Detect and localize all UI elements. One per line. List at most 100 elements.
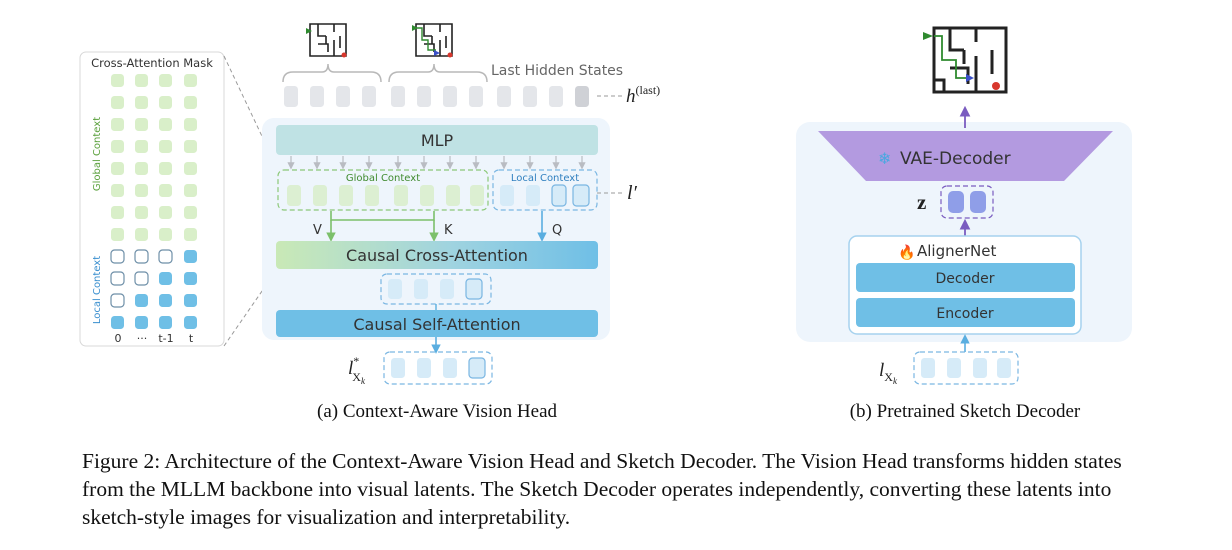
vision-head-panel	[262, 118, 610, 340]
mask-cell-global	[159, 74, 172, 87]
l-prime-symbol: l′	[627, 182, 638, 204]
hidden-state-token	[310, 86, 324, 107]
output-maze	[920, 24, 1010, 96]
mask-cell-global	[184, 228, 197, 241]
output-latent-token	[417, 358, 431, 378]
mask-cell-global	[159, 184, 172, 197]
local-context-token	[526, 185, 540, 206]
mask-cell-global	[111, 206, 124, 219]
output-latent-group	[383, 351, 493, 385]
global-context-token	[365, 185, 379, 206]
causal-self-attention-block	[276, 310, 598, 337]
self-attention-label: Causal Self-Attention	[353, 315, 520, 334]
latent-token	[388, 279, 402, 299]
subcaption-a: (a) Context-Aware Vision Head	[317, 401, 557, 422]
hidden-state-token	[362, 86, 376, 107]
z-token	[948, 191, 964, 213]
hidden-state-token	[497, 86, 511, 107]
mask-cell-local-on	[159, 316, 172, 329]
brace	[282, 63, 382, 83]
decoder-sub-block	[856, 263, 1075, 292]
local-context-token	[572, 184, 590, 207]
hidden-state-token	[443, 86, 457, 107]
encoder-sub-block	[856, 298, 1075, 327]
hidden-state-token	[336, 86, 350, 107]
snowflake-icon: ❄	[878, 149, 891, 168]
mask-cell-local-off	[110, 293, 125, 308]
figure-caption: Figure 2: Architecture of the Context-Aw…	[82, 449, 1122, 529]
context-tokens	[287, 184, 590, 207]
input-latent-group	[913, 351, 1019, 385]
mask-col-label: t-1	[158, 332, 173, 345]
local-context-label: Local Context	[511, 173, 579, 184]
local-context-token	[500, 185, 514, 206]
hidden-state-token	[417, 86, 431, 107]
mask-cell-global	[159, 206, 172, 219]
mask-cell-local-on	[159, 294, 172, 307]
mask-cell-global	[135, 118, 148, 131]
mask-cell-global	[111, 118, 124, 131]
maze-thumbnail	[412, 20, 456, 60]
mask-cell-global	[135, 140, 148, 153]
k-label: K	[444, 223, 453, 238]
value-key-bus	[330, 211, 435, 221]
mask-cell-global	[159, 140, 172, 153]
mask-cell-global	[111, 96, 124, 109]
global-context-token	[420, 185, 434, 206]
mlp-output-arrows	[287, 156, 586, 170]
mask-cell-global	[135, 162, 148, 175]
local-context-group	[492, 169, 598, 211]
mask-cell-local-off	[110, 249, 125, 264]
decoder-label: Decoder	[936, 271, 995, 287]
mask-cell-global	[159, 162, 172, 175]
v-label: V	[313, 223, 322, 238]
l-input-symbol: lXk	[879, 360, 898, 386]
local-context-token	[551, 184, 567, 207]
input-latent-token	[973, 358, 987, 378]
mask-cell-global	[184, 96, 197, 109]
mask-local-label: Local Context	[92, 256, 103, 324]
mask-cell-global	[184, 74, 197, 87]
mask-cell-local-on	[184, 294, 197, 307]
mask-cell-global	[184, 206, 197, 219]
global-context-token	[339, 185, 353, 206]
subcaption-b: (b) Pretrained Sketch Decoder	[850, 401, 1081, 422]
mask-cell-global	[184, 118, 197, 131]
mask-cell-local-on	[184, 272, 197, 285]
latent-group	[380, 273, 492, 305]
mask-cell-global	[159, 96, 172, 109]
mask-cell-global	[135, 184, 148, 197]
maze-thumbnail	[306, 20, 350, 60]
mask-cell-local-off	[134, 249, 149, 264]
mask-cell-local-off	[158, 249, 173, 264]
hidden-state-token	[549, 86, 563, 107]
hidden-state-tokens	[284, 86, 589, 107]
mask-cell-global	[184, 162, 197, 175]
mask-cell-global	[184, 184, 197, 197]
hidden-state-token	[575, 86, 589, 107]
hidden-state-token	[391, 86, 405, 107]
latent-token	[414, 279, 428, 299]
hidden-state-token	[523, 86, 537, 107]
fire-icon: 🔥	[898, 244, 915, 261]
global-context-label: Global Context	[346, 173, 420, 184]
output-latent-token	[391, 358, 405, 378]
latent-token	[465, 278, 483, 300]
mask-grid	[110, 74, 197, 329]
mask-cell-global	[111, 140, 124, 153]
cross-attention-mask-panel: Cross-Attention Mask Global Context Loca…	[79, 51, 225, 347]
mask-cell-global	[159, 228, 172, 241]
output-latent-token	[468, 357, 486, 379]
input-latent-tokens	[921, 358, 1011, 378]
mask-cell-local-off	[110, 271, 125, 286]
vae-decoder-label: VAE-Decoder	[900, 149, 1011, 169]
mlp-label: MLP	[421, 131, 454, 150]
mask-cell-local-on	[135, 294, 148, 307]
mask-cell-global	[159, 118, 172, 131]
hidden-state-token	[469, 86, 483, 107]
z-latent-group	[940, 185, 994, 219]
mask-col-label: t	[189, 332, 194, 345]
output-latent-tokens	[391, 357, 486, 379]
alignernet-label: AlignerNet	[917, 242, 996, 260]
